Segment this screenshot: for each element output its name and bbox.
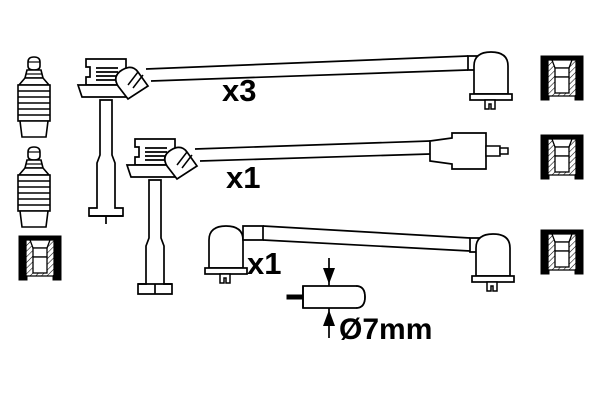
cable-assembly-middle: x1	[126, 132, 509, 295]
cable-middle-entry-sleeve	[163, 146, 199, 181]
dimension-arrow-upper	[323, 268, 335, 284]
cable-middle-stem	[137, 179, 173, 295]
sectioned-connector-boot-left	[18, 235, 62, 281]
quantity-label-top: x3	[222, 73, 256, 108]
cable-top-entry-sleeve	[114, 66, 150, 101]
right-angle-plug-boot-bottom-right	[471, 233, 515, 292]
cable-assembly-top: x3	[77, 51, 513, 224]
sectioned-connector-boot-right-3	[540, 229, 584, 275]
quantity-label-middle: x1	[226, 160, 260, 195]
sectioned-connector-boot-right-2	[540, 134, 584, 180]
sectioned-connector-boot-right-1	[540, 55, 584, 101]
right-angle-plug-boot-bottom-left	[204, 225, 248, 284]
right-angle-plug-boot-top	[469, 51, 513, 110]
dimension-arrow-lower	[323, 310, 335, 326]
right-parts-column	[540, 55, 584, 275]
cable-assembly-bottom: x1	[204, 225, 515, 292]
wire-diameter-label: Ø7mm	[339, 313, 432, 346]
quantity-label-bottom: x1	[247, 246, 281, 281]
straight-plug-boot-middle	[429, 132, 509, 170]
cable-top-stem	[88, 99, 124, 224]
wire-sample-group: Ø7mm	[286, 258, 432, 346]
